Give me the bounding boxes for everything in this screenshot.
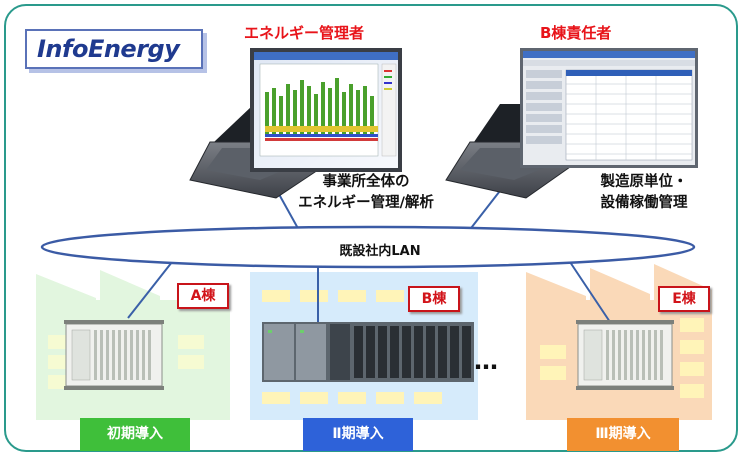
energy-manager-caption-line1: 事業所全体の [322, 174, 410, 190]
infoenergy-logo: InfoEnergy [25, 29, 203, 69]
phase-2-label: Ⅱ期導入 [303, 418, 413, 451]
building-b-label: B棟 [408, 286, 460, 312]
lan-label: 既設社内LAN [339, 244, 421, 259]
building-b-manager-caption-line2: 設備稼働管理 [600, 195, 688, 211]
plc-rack-b [262, 322, 474, 382]
phase-3-label: Ⅲ期導入 [567, 418, 679, 451]
building-e-label: E棟 [658, 286, 710, 312]
building-b-manager-title: B棟責任者 [540, 24, 612, 42]
building-b-manager-caption: 製造原単位・ 設備稼働管理 [584, 172, 704, 214]
phase-1-label: 初期導入 [80, 418, 190, 451]
laptop-energy-manager [189, 48, 402, 199]
ellipsis: … [474, 347, 500, 375]
building-a-label: A棟 [177, 283, 229, 309]
building-b-manager-caption-line1: 製造原単位・ [600, 174, 688, 190]
energy-manager-title: エネルギー管理者 [244, 24, 365, 42]
controller-a [64, 320, 164, 390]
laptop-building-b-manager [445, 48, 698, 199]
energy-manager-caption: 事業所全体の エネルギー管理/解析 [276, 172, 456, 214]
controller-e [576, 320, 674, 390]
energy-manager-caption-line2: エネルギー管理/解析 [298, 195, 434, 211]
lan-ellipse [40, 225, 696, 269]
screen-bar-chart [265, 78, 378, 141]
